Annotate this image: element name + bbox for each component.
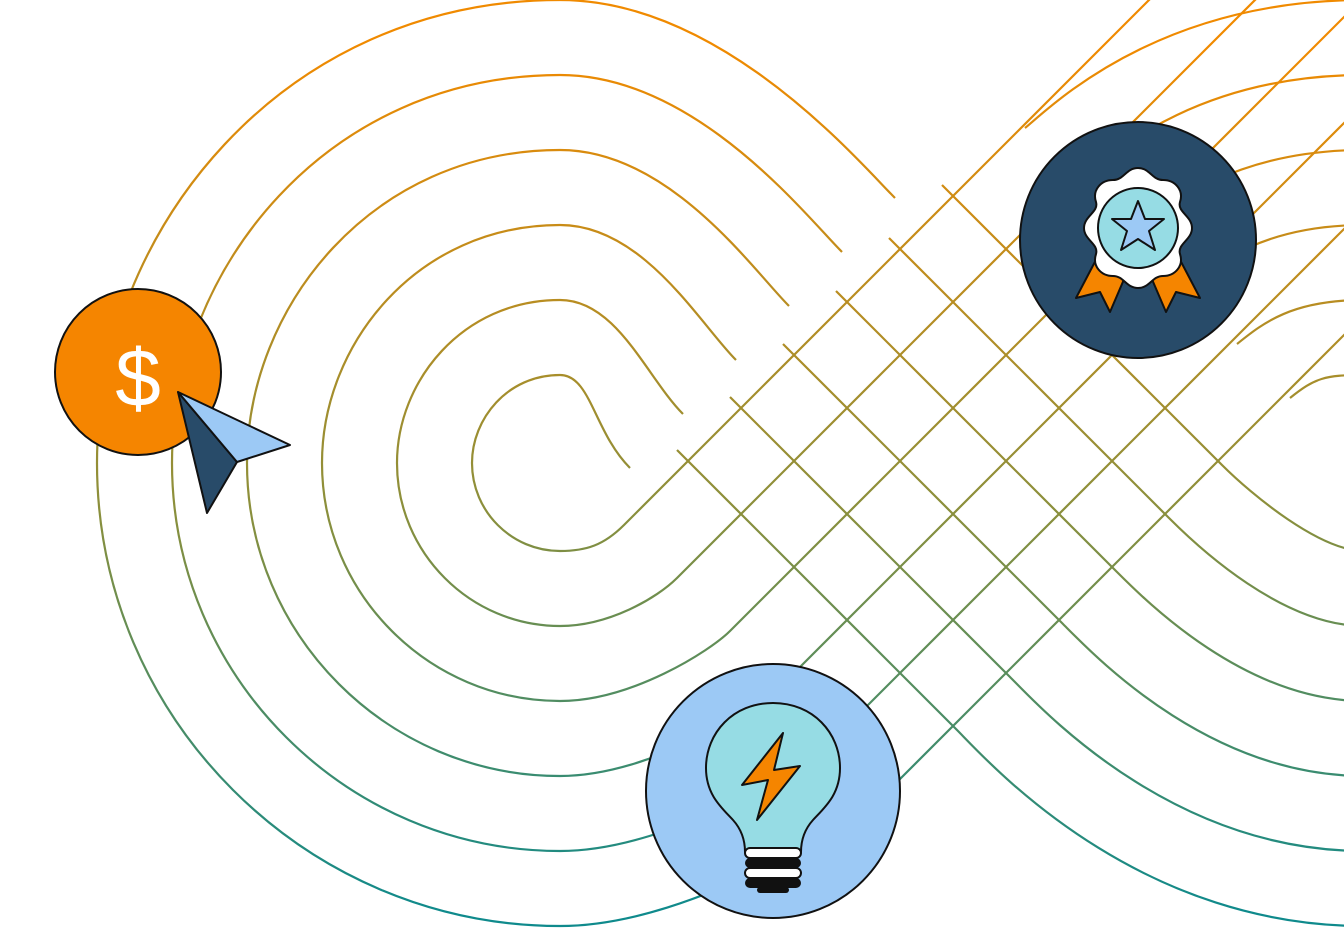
lane-line: [395, 0, 1257, 628]
award-ribbon-icon: [1075, 167, 1201, 313]
dollar-icon: $: [115, 333, 161, 424]
lane-line: [835, 290, 1344, 702]
lane-line: [245, 121, 1344, 778]
lane-line: [170, 73, 1344, 853]
lane-line: [941, 184, 1344, 549]
money-badge: $: [54, 288, 222, 456]
lane-line: [320, 15, 1344, 703]
lane-line: [1236, 299, 1344, 345]
lane-line: [1024, 0, 1344, 129]
lane-line: [729, 396, 1344, 852]
lane-line: [470, 0, 1151, 553]
lane-line: [782, 343, 1344, 777]
award-badge: [1019, 121, 1257, 359]
idea-badge: [645, 663, 901, 919]
cursor-arrow-icon: [177, 391, 291, 514]
lane-line: [888, 237, 1344, 626]
lane-line: [1289, 374, 1344, 399]
lane-line: [95, 0, 1344, 928]
lane-line: [676, 449, 1344, 927]
lightbulb-bolt-icon: [705, 702, 841, 893]
